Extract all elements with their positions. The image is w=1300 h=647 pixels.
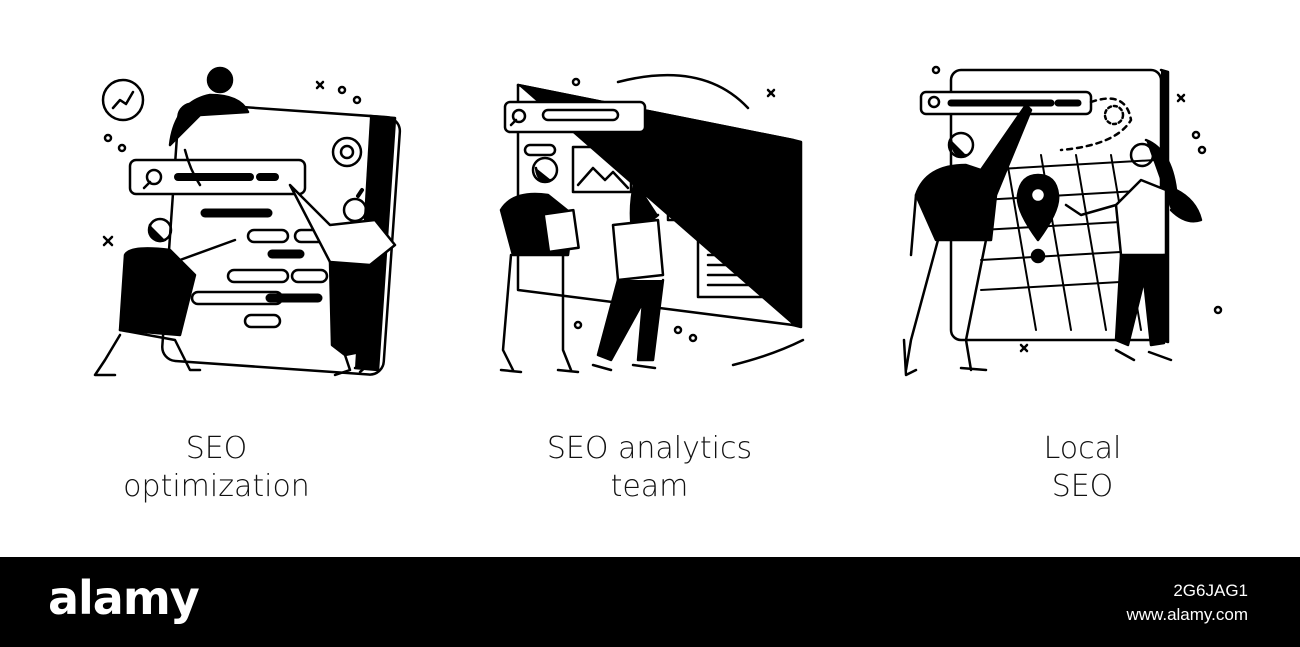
local-seo-illustration <box>902 65 1223 377</box>
panel-seo-analytics-team: SEO analytics team <box>433 0 866 557</box>
caption-line-2: optimization <box>123 469 310 504</box>
gear-icon <box>331 136 363 168</box>
alamy-logo: alamy <box>48 571 200 625</box>
caption-line-2: SEO <box>1051 469 1114 504</box>
stock-footer-bar: alamy 2G6JAG1 www.alamy.com <box>0 557 1300 647</box>
caption-seo-optimization: SEO optimization <box>0 430 433 506</box>
image-icon <box>571 145 633 194</box>
trend-icon <box>101 78 145 122</box>
seo-analytics-illustration <box>499 73 805 374</box>
caption-line-1: SEO analytics <box>546 431 753 466</box>
caption-local-seo: Local SEO <box>866 430 1299 506</box>
caption-seo-analytics-team: SEO analytics team <box>433 430 866 506</box>
panel-local-seo: Local SEO <box>866 0 1299 557</box>
illustration-stage: SEO optimization <box>0 0 1299 557</box>
caption-line-1: SEO <box>185 431 248 466</box>
caption-line-1: Local <box>1043 431 1122 466</box>
caption-line-2: team <box>610 469 689 504</box>
magnifier-icon <box>669 148 713 192</box>
site-url: www.alamy.com <box>1126 605 1248 624</box>
seo-optimization-illustration <box>93 66 402 377</box>
location-pin-icon <box>1016 173 1060 242</box>
image-id: 2G6JAG1 <box>1173 581 1248 600</box>
panel-seo-optimization: SEO optimization <box>0 0 433 557</box>
